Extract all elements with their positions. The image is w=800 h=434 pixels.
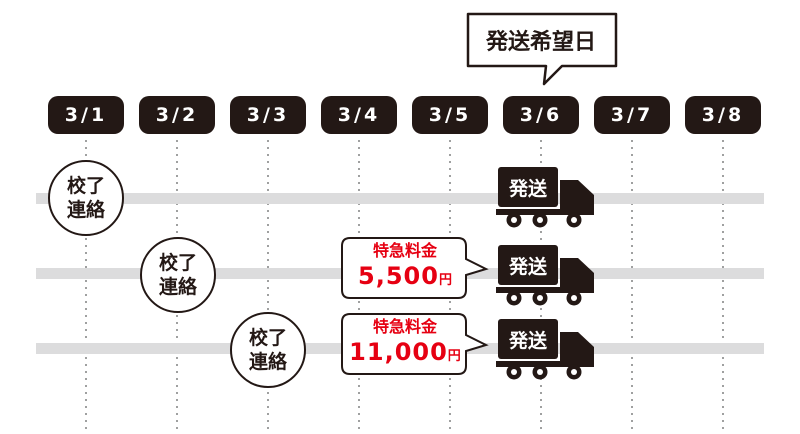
express-fee-title: 特急料金: [372, 240, 437, 260]
date-pill-3-5: 3/5: [412, 96, 488, 134]
fee-bubble-row-2: [341, 237, 489, 299]
date-pill-3-6: 3/6: [503, 96, 579, 134]
circle-text-bottom: 連絡: [158, 276, 197, 298]
express-fee-amount: 11,000円: [349, 337, 461, 372]
circle-text-bottom: 連絡: [66, 199, 105, 221]
date-pill-3-2: 3/2: [139, 96, 215, 134]
date-pill-3-8: 3/8: [685, 96, 761, 134]
proof-approval-circle-row-2: 校了 連絡: [140, 237, 216, 313]
circle-text-top: 校了: [248, 327, 287, 349]
proof-approval-circle-row-3: 校了 連絡: [230, 312, 306, 388]
circle-text-top: 校了: [158, 252, 197, 274]
truck-icon: [496, 319, 594, 380]
date-pill-3-3: 3/3: [230, 96, 306, 134]
row-bar-1: [36, 193, 764, 204]
proof-approval-circle-row-1: 校了 連絡: [48, 160, 124, 236]
truck-shipping-label: 発送: [508, 177, 547, 200]
fee-bubble-row-3: [341, 313, 489, 375]
truck-shipping-label: 発送: [508, 255, 547, 278]
express-fee-row-2: 特急料金 5,500円: [344, 238, 466, 298]
desired-ship-date-label: 発送希望日: [485, 30, 596, 55]
express-fee-row-3: 特急料金 11,000円: [344, 314, 466, 374]
circle-text-top: 校了: [66, 175, 105, 197]
date-pill-3-7: 3/7: [594, 96, 670, 134]
fee-amount-unit: 円: [447, 348, 461, 364]
express-fee-title: 特急料金: [372, 316, 437, 336]
date-pill-3-1: 3/1: [48, 96, 124, 134]
circle-text-bottom: 連絡: [248, 351, 287, 373]
fee-amount-value: 11,000: [349, 337, 448, 366]
truck-icon: [496, 245, 594, 306]
callout-bubble: [466, 12, 618, 86]
date-pill-3-4: 3/4: [321, 96, 397, 134]
truck-shipping-label: 発送: [508, 329, 547, 352]
truck-icon: [496, 167, 594, 228]
express-fee-amount: 5,500円: [358, 261, 452, 296]
fee-amount-value: 5,500: [358, 261, 439, 290]
fee-amount-unit: 円: [438, 272, 452, 288]
